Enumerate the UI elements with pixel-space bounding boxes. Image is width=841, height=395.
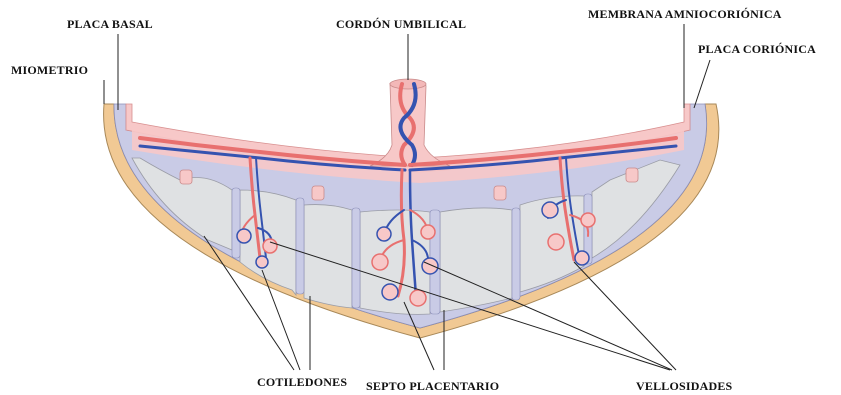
septum-3 [352, 208, 360, 308]
label-cordon-umbilical: CORDÓN UMBILICAL [336, 17, 466, 31]
septum-2 [296, 198, 304, 294]
cotyledon-5 [440, 208, 512, 312]
label-membrana-amniocorionica: MEMBRANA AMNIOCORIÓNICA [588, 7, 782, 21]
label-miometrio: MIOMETRIO [11, 63, 88, 77]
label-vellosidades: VELLOSIDADES [636, 379, 733, 393]
septum-1 [232, 188, 240, 258]
label-cotiledones: COTILEDONES [257, 375, 347, 389]
septum-5 [512, 208, 520, 300]
label-placa-basal: PLACA BASAL [67, 17, 153, 31]
umbilical-cord-top [390, 79, 426, 89]
label-septo-placentario: SEPTO PLACENTARIO [366, 379, 499, 393]
umbilical-cord [370, 80, 450, 166]
label-placa-corionica: PLACA CORIÓNICA [698, 42, 816, 56]
cotyledon-3 [304, 205, 352, 308]
